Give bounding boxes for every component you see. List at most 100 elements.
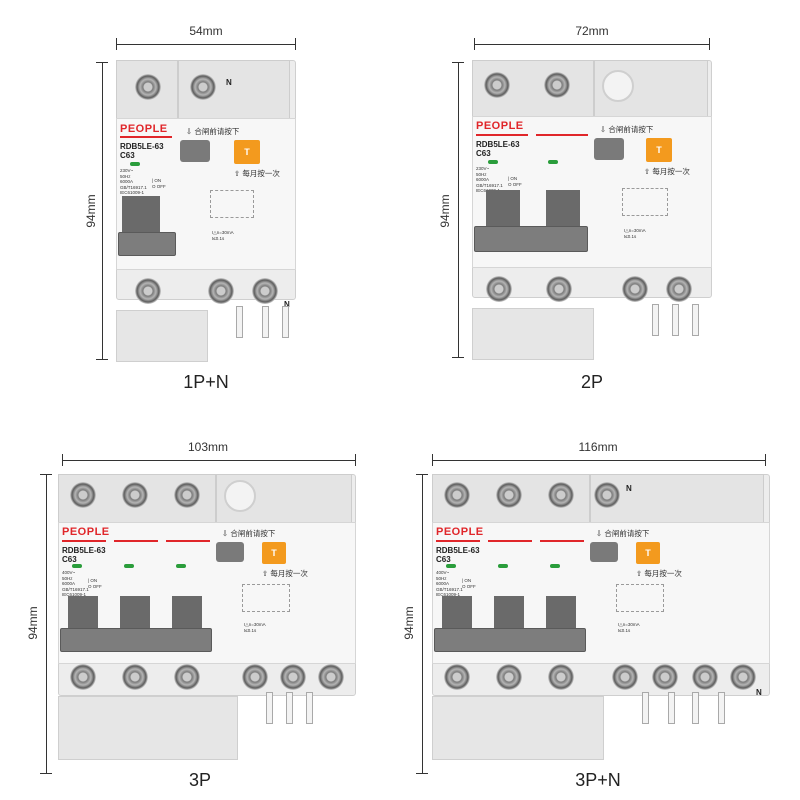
switch-lever[interactable] bbox=[486, 190, 520, 230]
status-led bbox=[176, 564, 186, 568]
switch-lever[interactable] bbox=[546, 596, 576, 632]
terminal-screw bbox=[546, 276, 572, 302]
terminal-screw bbox=[692, 664, 718, 690]
terminal-screw bbox=[544, 72, 570, 98]
terminal-pin bbox=[236, 306, 243, 338]
test-button[interactable]: T bbox=[234, 140, 260, 164]
close-instruction: ⇩ 合闸前请按下 bbox=[600, 125, 654, 134]
status-led bbox=[124, 564, 134, 568]
height-label: 94mm bbox=[26, 606, 40, 640]
terminal-pin bbox=[282, 306, 289, 338]
terminal-screw bbox=[318, 664, 344, 690]
switch-lever[interactable] bbox=[494, 596, 524, 632]
close-instruction: ⇩ 合闸前请按下 bbox=[222, 529, 276, 538]
height-label: 94mm bbox=[402, 606, 416, 640]
width-dimension bbox=[62, 454, 356, 466]
terminal-screw bbox=[122, 482, 148, 508]
neutral-mark: N bbox=[284, 300, 290, 309]
height-dimension bbox=[452, 62, 464, 358]
terminal-screw bbox=[666, 276, 692, 302]
terminal-screw bbox=[190, 74, 216, 100]
neutral-mark: N bbox=[626, 484, 632, 493]
switch-handle-bar[interactable] bbox=[118, 232, 176, 256]
terminal-screw bbox=[444, 664, 470, 690]
terminal-screw bbox=[730, 664, 756, 690]
terminal-screw bbox=[252, 278, 278, 304]
circuit-diagram bbox=[622, 188, 668, 216]
reset-button[interactable] bbox=[590, 542, 618, 562]
terminal-pin bbox=[718, 692, 725, 724]
switch-lever[interactable] bbox=[172, 596, 202, 632]
switch-lever[interactable] bbox=[442, 596, 472, 632]
terminal-screw bbox=[548, 482, 574, 508]
terminal-screw bbox=[496, 482, 522, 508]
terminal-screw bbox=[484, 72, 510, 98]
terminal-screw bbox=[612, 664, 638, 690]
terminal-pin bbox=[262, 306, 269, 338]
width-dimension bbox=[432, 454, 766, 466]
terminal-pin bbox=[306, 692, 313, 724]
terminal-screw bbox=[174, 664, 200, 690]
width-label: 72mm bbox=[575, 24, 609, 38]
terminal-screw bbox=[652, 664, 678, 690]
caption: 3P bbox=[188, 770, 212, 790]
status-led bbox=[548, 160, 558, 164]
status-led bbox=[72, 564, 82, 568]
monthly-instruction: ⇧ 每月按一次 bbox=[234, 169, 280, 178]
terminal-hole bbox=[602, 70, 634, 102]
switch-handle-bar[interactable] bbox=[434, 628, 586, 652]
terminal-screw bbox=[486, 276, 512, 302]
width-label: 54mm bbox=[189, 24, 223, 38]
reset-button[interactable] bbox=[180, 140, 210, 162]
reset-button[interactable] bbox=[216, 542, 244, 562]
terminal-screw bbox=[70, 482, 96, 508]
caption: 2P bbox=[580, 372, 604, 392]
switch-lever[interactable] bbox=[122, 196, 160, 234]
switch-handle-bar[interactable] bbox=[474, 226, 588, 252]
circuit-diagram bbox=[616, 584, 664, 612]
terminal-screw bbox=[135, 74, 161, 100]
monthly-instruction: ⇧ 每月按一次 bbox=[636, 569, 682, 578]
test-button[interactable]: T bbox=[262, 542, 286, 564]
terminal-screw bbox=[208, 278, 234, 304]
terminal-screw bbox=[548, 664, 574, 690]
height-label: 94mm bbox=[84, 194, 98, 228]
height-dimension bbox=[96, 62, 108, 360]
circuit-diagram bbox=[210, 190, 254, 218]
brand-logo: PEOPLE bbox=[120, 123, 168, 135]
switch-lever[interactable] bbox=[120, 596, 150, 632]
reset-button[interactable] bbox=[594, 138, 624, 160]
test-button[interactable]: T bbox=[646, 138, 672, 162]
brand-logo: PEOPLE bbox=[476, 120, 524, 132]
terminal-screw bbox=[135, 278, 161, 304]
status-led bbox=[446, 564, 456, 568]
status-led bbox=[498, 564, 508, 568]
test-button[interactable]: T bbox=[636, 542, 660, 564]
switch-lever[interactable] bbox=[546, 190, 580, 230]
terminal-screw bbox=[594, 482, 620, 508]
neutral-mark: N bbox=[226, 78, 232, 87]
status-led bbox=[130, 162, 140, 166]
height-label: 94mm bbox=[438, 194, 452, 228]
close-instruction: ⇩ 合闸前请按下 bbox=[186, 127, 240, 136]
terminal-pin bbox=[266, 692, 273, 724]
terminal-screw bbox=[70, 664, 96, 690]
terminal-hole bbox=[224, 480, 256, 512]
switch-lever[interactable] bbox=[68, 596, 98, 632]
switch-handle-bar[interactable] bbox=[60, 628, 212, 652]
terminal-pin bbox=[642, 692, 649, 724]
